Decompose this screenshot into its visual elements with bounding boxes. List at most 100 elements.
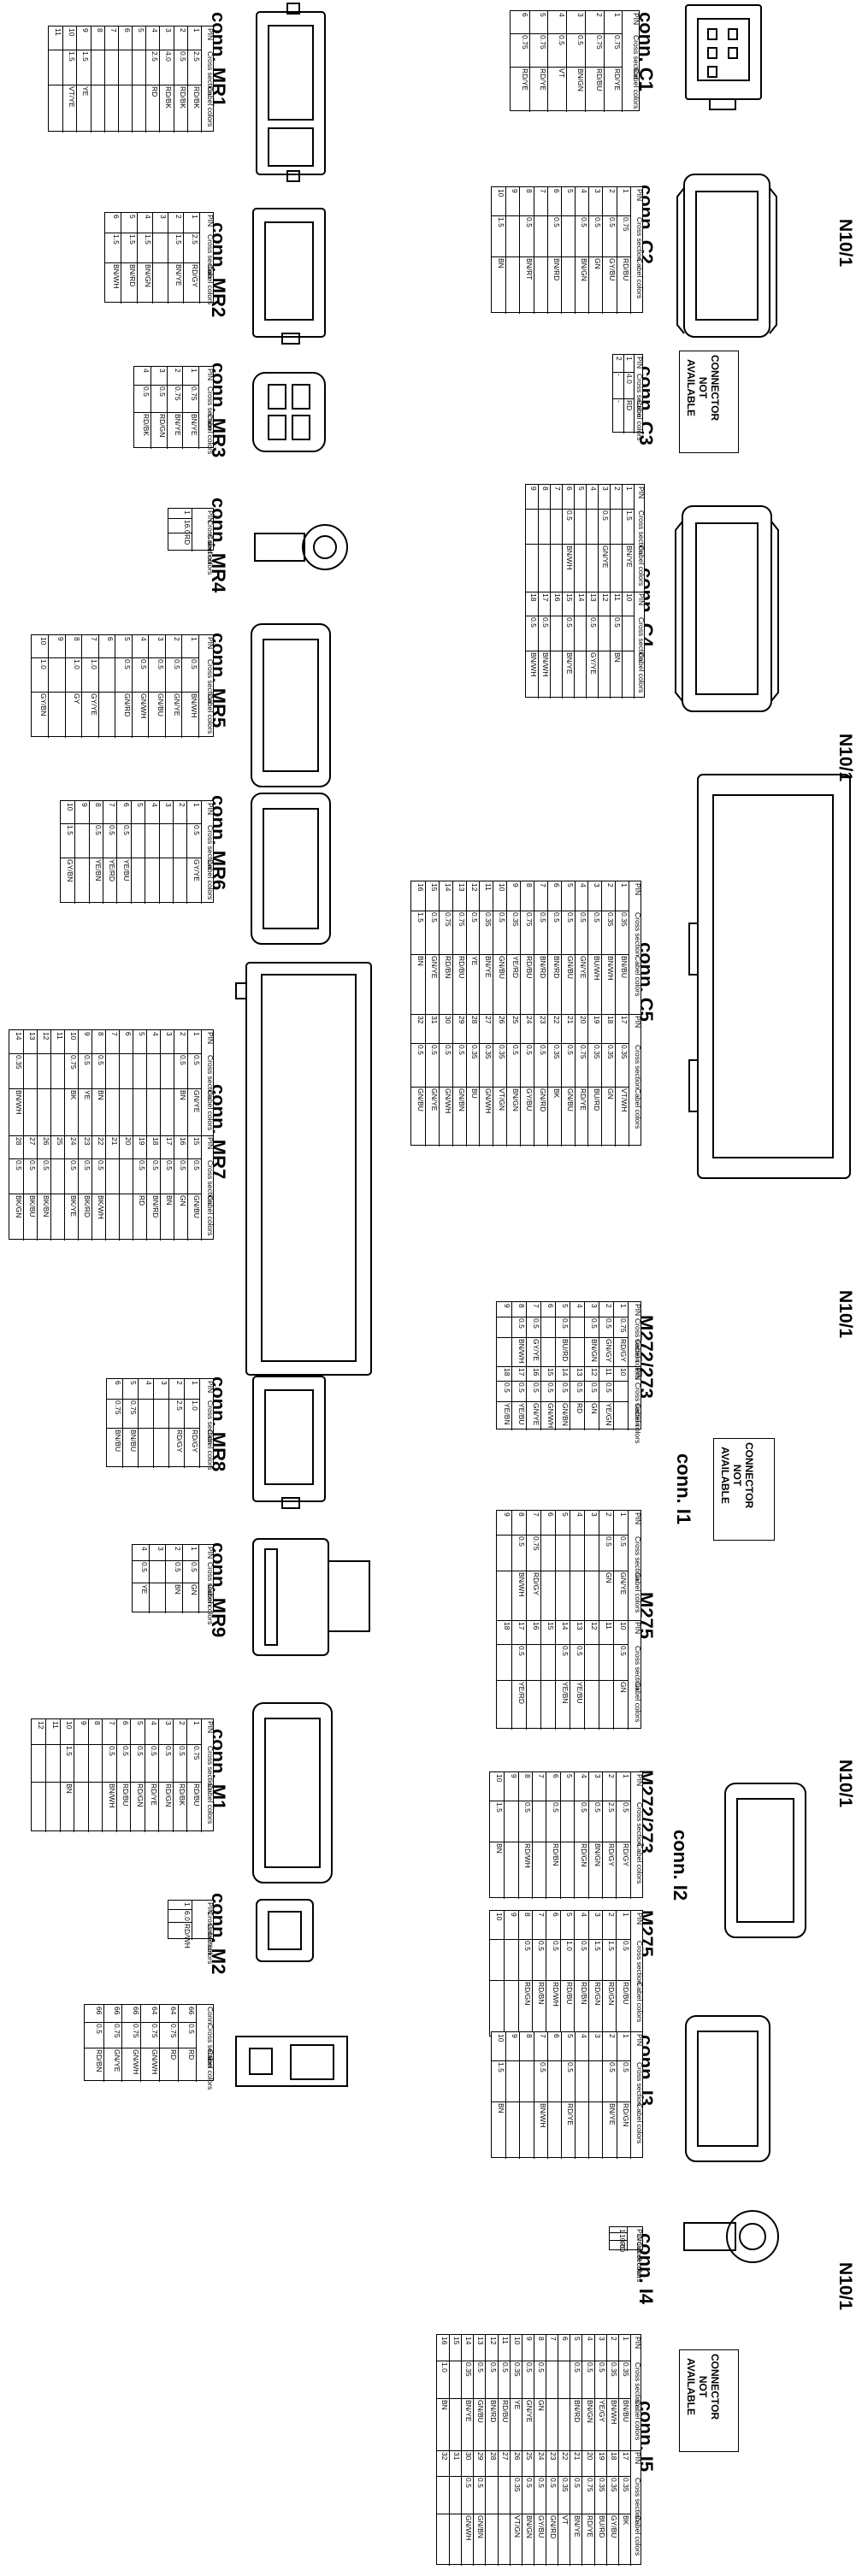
- table-row-line: [186, 801, 188, 904]
- table-row-line: [186, 27, 188, 133]
- table-cell-pin: 5: [127, 215, 137, 219]
- table-header-cell: Cabel colors: [634, 1403, 642, 1444]
- table-row-line: [121, 2005, 123, 2082]
- connector-i4-icon: [683, 2210, 779, 2263]
- table-cell-color: GY/BN: [39, 693, 49, 716]
- table-cell-pin: 4: [140, 1547, 150, 1551]
- table-cell-pin: 7: [107, 1721, 116, 1725]
- table-cell-pin: 2: [607, 189, 617, 193]
- table-cell-pin: 5: [566, 189, 576, 193]
- table-row-line: [148, 635, 150, 738]
- table-cell-pin: 3: [157, 368, 167, 373]
- table-cell-color: BN/GN: [576, 68, 585, 91]
- table-cell-color: GN: [605, 1572, 613, 1584]
- table-cell-color: YE: [83, 1089, 92, 1099]
- table-header-cell: Cabel colors: [635, 2242, 644, 2283]
- table-cell-pin: 10: [495, 1913, 505, 1921]
- table-row-line: [183, 213, 185, 304]
- table-header-cell: Cabel colors: [205, 413, 215, 455]
- table-row-line: [587, 1772, 589, 1899]
- table-row-line: [622, 485, 623, 592]
- table-cell-pin: 10: [498, 883, 507, 892]
- table-row-line: [593, 2335, 595, 2450]
- table-cell-cross-section: 0.35: [609, 2361, 618, 2377]
- table-cell-pin: 21: [565, 1016, 575, 1024]
- table-cell-cross-section: 0.5: [566, 2061, 576, 2072]
- table-header-cell: PIN: [205, 28, 215, 41]
- table-row-line: [166, 367, 168, 449]
- table-cell-color: GN/YE: [429, 956, 439, 979]
- table-cell-pin: 9: [511, 189, 520, 193]
- table-cell-cross-section: 0.5: [416, 1045, 425, 1055]
- table-cell-cross-section: 0.5: [178, 51, 187, 62]
- table-cell-color: RD/GN: [523, 1982, 533, 2006]
- table-row: 8: [519, 2032, 534, 2159]
- table-cell-color: BK/GN: [15, 1194, 23, 1218]
- table-cell-pin: 8: [517, 1512, 526, 1517]
- table-row-line: [520, 1014, 522, 1147]
- table-cell-cross-section: 0.5: [498, 912, 507, 923]
- table-cell-cross-section: 0.5: [178, 1746, 187, 1756]
- table-cell-pin: 12: [590, 1622, 599, 1630]
- table-cell-pin: 6: [552, 189, 561, 193]
- table-cell-pin: 15: [192, 1137, 201, 1146]
- table-cell-cross-section: 0.35: [511, 912, 521, 927]
- table-row-line: [622, 592, 623, 699]
- table-row-line: [424, 1014, 426, 1147]
- table-cell-pin: 1: [192, 1721, 201, 1725]
- table-row-line: [581, 2450, 583, 2566]
- table-cell-pin: 3: [164, 28, 174, 32]
- table-row-line: [547, 11, 549, 112]
- table-cell-color: GN/BU: [498, 956, 507, 980]
- table-cell-color: GN/BU: [156, 693, 165, 716]
- table-header-cell: PIN: [206, 1032, 215, 1045]
- table-cell-color: YE/BU: [517, 1403, 526, 1425]
- table-cell-color: BN/GN: [590, 1339, 599, 1363]
- table-header-cell: Cabel colors: [206, 1924, 215, 1965]
- table-cell-pin: 27: [28, 1137, 37, 1146]
- table-cell-cross-section: 0.5: [517, 1646, 526, 1656]
- table-cell-cross-section: 0.35: [15, 1055, 23, 1070]
- table-cell-pin: 1: [619, 1304, 628, 1308]
- table-row: 5: [561, 187, 575, 314]
- table-header-cell: Cabel colors: [633, 956, 642, 997]
- table-row-line: [198, 635, 199, 738]
- table-cell-pin: 16: [440, 2337, 450, 2345]
- table-cell-pin: 24: [69, 1137, 78, 1146]
- table-cell-pin: 10: [39, 637, 49, 645]
- table-row-line: [623, 355, 624, 433]
- table-cell-color: BK: [69, 1089, 78, 1099]
- table-row: 14: [574, 592, 586, 699]
- table-cell-pin: 8: [517, 1304, 526, 1308]
- table-row-line: [140, 2005, 142, 2082]
- table-cell-color: BN/GN: [511, 1088, 521, 1112]
- table-cell-cross-section: 0.5: [573, 2361, 582, 2373]
- table-cell-pin: 1: [189, 637, 198, 641]
- table-cell-cross-section: 0.5: [151, 1160, 160, 1170]
- table-row-line: [198, 1545, 199, 1613]
- table-cell-pin: 4: [151, 28, 160, 32]
- table-cell-color: GY/YE: [192, 859, 201, 881]
- table-cell-pin: 4: [579, 1913, 588, 1917]
- table-cell-pin: 26: [512, 2452, 522, 2461]
- table-column-separator: [437, 2450, 641, 2451]
